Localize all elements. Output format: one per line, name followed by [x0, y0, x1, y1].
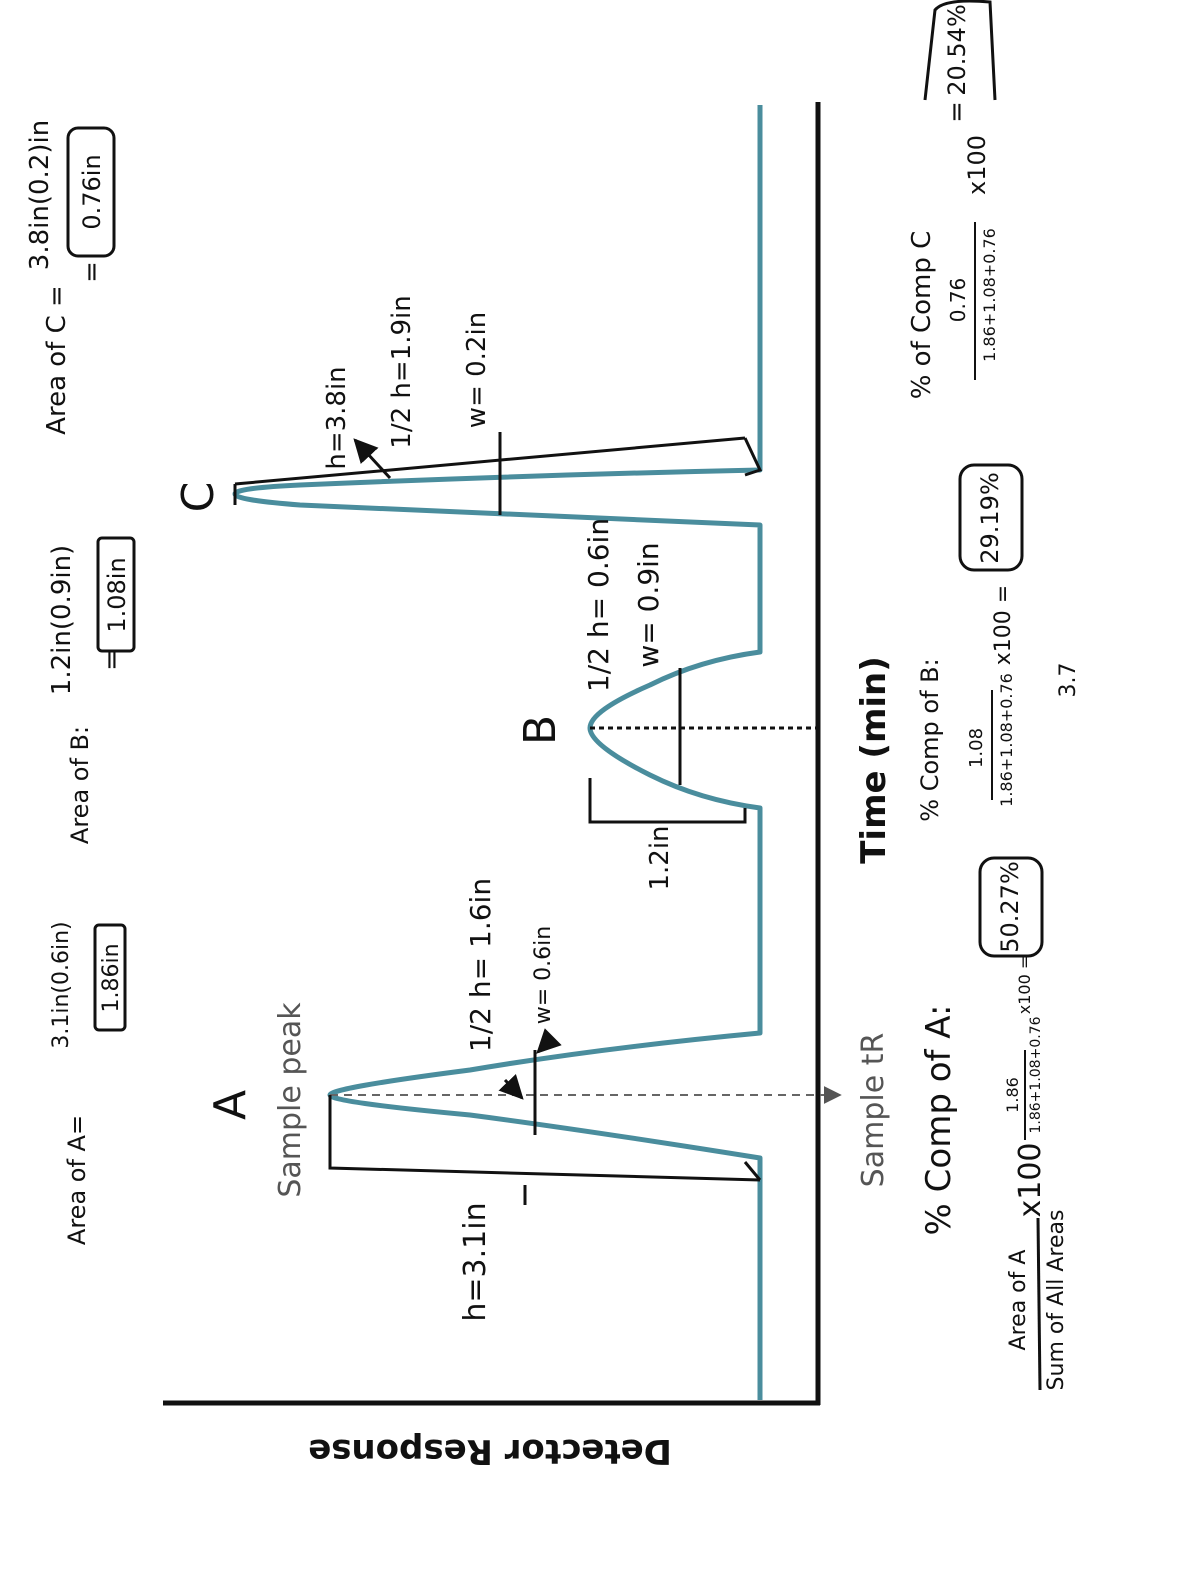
svg-text:Area of B:: Area of B: — [66, 726, 94, 844]
svg-text:Area of A: Area of A — [1006, 1250, 1031, 1351]
axes — [163, 102, 821, 1406]
peak-b-half-height: 1/2 h= 0.6in — [582, 518, 615, 692]
svg-text:x100 =: x100 = — [991, 585, 1016, 665]
svg-text:3.1in(0.6in): 3.1in(0.6in) — [49, 921, 74, 1048]
svg-text:1.86+1.08+0.76: 1.86+1.08+0.76 — [1028, 1016, 1044, 1133]
peak-c-measurements — [233, 432, 763, 515]
sample-peak-label: Sample peak — [273, 1002, 308, 1198]
svg-text:x100 =: x100 = — [1015, 956, 1034, 1015]
peak-c-height: h=3.8in — [322, 366, 352, 469]
svg-text:x100: x100 — [1013, 1142, 1048, 1217]
svg-text:29.19%: 29.19% — [976, 472, 1004, 564]
svg-text:=: = — [942, 101, 972, 123]
svg-text:Area of A=: Area of A= — [63, 1115, 91, 1245]
svg-text:1.2in(0.9in): 1.2in(0.9in) — [47, 545, 77, 695]
page-number: 3.7 — [1056, 663, 1081, 698]
svg-text:0.76: 0.76 — [946, 278, 970, 323]
svg-text:1.86in: 1.86in — [99, 943, 124, 1012]
sample-tr-label: Sample tR — [856, 1033, 891, 1188]
svg-text:x100: x100 — [963, 135, 991, 195]
peak-c-half-height: 1/2 h=1.9in — [387, 295, 417, 448]
peak-a-measurements — [328, 1028, 762, 1205]
svg-text:1.08in: 1.08in — [103, 557, 131, 632]
svg-text:20.54%: 20.54% — [943, 4, 971, 96]
svg-text:1.86+1.08+0.76: 1.86+1.08+0.76 — [997, 673, 1016, 807]
y-axis-label: Detector Response — [308, 1431, 672, 1471]
peak-a-width: w= 0.6in — [531, 926, 556, 1024]
svg-text:Sum of All Areas: Sum of All Areas — [1044, 1210, 1069, 1391]
percent-comp-a: 1.86 1.86+1.08+0.76 x100 = 50.27% — [978, 856, 1044, 1140]
svg-text:% of Comp C: % of Comp C — [907, 231, 937, 400]
peak-c-letter: C — [173, 482, 224, 513]
x-axis-label: Time (min) — [854, 656, 894, 864]
percent-comp-b: % Comp of B: 1.08 1.86+1.08+0.76 x100 = … — [916, 463, 1024, 822]
peak-c-width: w= 0.2in — [462, 312, 492, 428]
svg-text:Area of C =: Area of C = — [42, 285, 72, 435]
svg-text:=: = — [97, 649, 127, 671]
peak-a-height: h=3.1in — [458, 1202, 493, 1321]
svg-text:50.27%: 50.27% — [996, 861, 1024, 953]
area-of-b-calc: Area of B: 1.2in(0.9in) = 1.08in — [47, 536, 136, 844]
svg-text:1.86+1.08+0.76: 1.86+1.08+0.76 — [980, 228, 999, 362]
peak-b-height: 1.2in — [645, 825, 675, 890]
area-of-c-calc: Area of C = 3.8in(0.2)in = 0.76in — [25, 120, 116, 435]
svg-text:% Comp of B:: % Comp of B: — [916, 658, 944, 821]
peak-a-letter: A — [205, 1090, 256, 1120]
svg-text:0.76in: 0.76in — [78, 154, 106, 229]
svg-text:1.08: 1.08 — [966, 728, 987, 768]
peak-a-half-height: 1/2 h= 1.6in — [464, 878, 497, 1052]
percent-general-formula: % Comp of A: Area of A Sum of All Areas … — [919, 1005, 1069, 1391]
svg-text:3.8in(0.2)in: 3.8in(0.2)in — [25, 120, 55, 270]
svg-text:% Comp of A:: % Comp of A: — [919, 1005, 959, 1236]
percent-comp-c: % of Comp C 0.76 1.86+1.08+0.76 x100 = 2… — [907, 0, 999, 400]
peak-b-measurements — [588, 668, 747, 824]
svg-text:=: = — [77, 261, 107, 283]
svg-text:1.86: 1.86 — [1003, 1077, 1022, 1113]
peak-b-width: w= 0.9in — [632, 542, 665, 667]
peak-b-letter: B — [515, 715, 566, 745]
area-of-a-calc: Area of A= 3.1in(0.6in) 1.86in — [49, 921, 127, 1245]
